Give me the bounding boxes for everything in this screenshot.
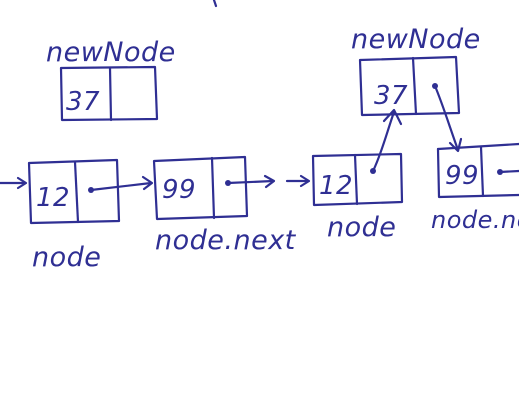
left-new-node-label: newNode (46, 37, 176, 68)
right-node-to-new-node-pointer-arrow (371, 108, 403, 173)
left-incoming-arrow (0, 176, 28, 190)
right-new-node-value: 37 (374, 81, 408, 111)
right-new-node-to-next-pointer-arrow (433, 84, 463, 153)
left-node-box: 12 (27, 158, 121, 225)
right-new-node-label: newNode (351, 24, 481, 55)
right-next-node-box: 99 (436, 142, 519, 199)
right-node-value: 12 (319, 171, 353, 201)
left-node-label: node (32, 242, 101, 273)
right-next-node-value: 99 (445, 161, 479, 191)
left-node-value: 12 (36, 183, 70, 213)
stray-pen-mark (212, 0, 218, 8)
right-incoming-arrow (285, 174, 311, 188)
left-node-next-pointer-arrow (89, 175, 154, 192)
left-new-node-value: 37 (66, 87, 100, 117)
left-next-node-label: node.next (155, 225, 297, 256)
left-new-node-box: 37 (59, 65, 159, 122)
right-node-box: 12 (311, 152, 404, 207)
left-next-node-box: 99 (152, 155, 249, 221)
left-next-node-value: 99 (162, 175, 196, 205)
right-new-node-box: 37 (358, 55, 461, 117)
right-next-node-label: node.next (431, 206, 519, 234)
right-node-label: node (327, 212, 396, 243)
left-next-outgoing-arrow (226, 174, 276, 189)
